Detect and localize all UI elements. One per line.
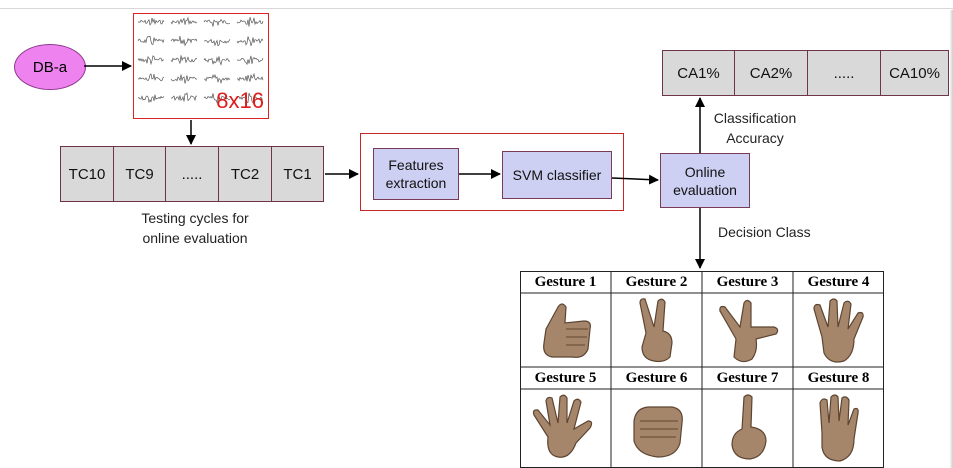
- emg-waveform: [236, 17, 264, 27]
- emg-waveform: [170, 16, 198, 26]
- testing-cycle-cell: .....: [166, 146, 219, 202]
- accuracy-cell: CA2%: [735, 50, 808, 96]
- arrow-svm-to-online: [611, 174, 659, 185]
- signal-block-label: 8x16: [216, 88, 264, 113]
- svm-classifier-box: SVM classifier: [502, 151, 612, 199]
- gesture-label: Gesture 2: [625, 273, 688, 290]
- testing-caption: Testing cycles for online evaluation: [141, 210, 249, 246]
- emg-waveform: [137, 73, 165, 82]
- feature-svm-group: [360, 133, 624, 211]
- online-evaluation-box: Online evaluation: [660, 153, 750, 208]
- emg-waveform: [236, 36, 264, 47]
- accuracy-caption: Classification Accuracy: [713, 110, 797, 146]
- gesture-grid-lines: [520, 271, 884, 468]
- emg-waveform: [138, 17, 165, 26]
- right-shadow: [950, 10, 953, 468]
- gesture-label: Gesture 8: [807, 369, 870, 386]
- pointing-finger-hand-icon: [731, 394, 767, 460]
- emg-waveform: [170, 74, 198, 84]
- emg-waveform: [137, 55, 165, 66]
- emg-waveform: [236, 92, 264, 104]
- testing-cycles-row: TC10 TC9 ..... TC2 TC1: [60, 146, 324, 202]
- gesture-label: Gesture 7: [716, 369, 779, 386]
- emg-signal-grid: 8x16: [133, 13, 269, 119]
- features-extraction-box: Features extraction: [373, 148, 459, 200]
- accuracy-cell: CA10%: [881, 50, 949, 96]
- accuracy-row: CA1% CA2% ..... CA10%: [662, 50, 949, 96]
- emg-waveform: [170, 92, 197, 102]
- emg-waveform: [203, 38, 231, 47]
- emg-waveform: [203, 74, 231, 85]
- emg-waveform: [170, 55, 198, 64]
- open-palm-hand-icon: [532, 394, 593, 458]
- accuracy-cell: CA1%: [662, 50, 735, 96]
- gesture-label: Gesture 1: [534, 273, 597, 290]
- emg-waveforms: [137, 16, 264, 104]
- emg-waveform: [203, 93, 231, 104]
- thumbs-up-hand-icon: [543, 303, 591, 358]
- db-node: DB-a: [14, 44, 86, 90]
- emg-waveform: [203, 56, 231, 66]
- flat-palm-hand-icon: [819, 394, 859, 462]
- emg-waveform: [170, 36, 198, 47]
- accuracy-cell: .....: [808, 50, 881, 96]
- emg-waveform: [203, 18, 231, 27]
- decision-caption: Decision Class: [718, 224, 811, 240]
- testing-cycle-cell: TC2: [219, 146, 272, 202]
- fist-hand-icon: [633, 406, 683, 458]
- emg-waveform: [236, 55, 264, 66]
- top-border: [0, 8, 953, 9]
- gesture-label: Gesture 4: [807, 273, 870, 290]
- gesture-label: Gesture 3: [716, 273, 779, 290]
- two-fingers-hand-icon: [639, 298, 673, 363]
- testing-cycle-cell: TC1: [272, 146, 324, 202]
- emg-waveform: [137, 94, 165, 104]
- gesture-label: Gesture 6: [625, 369, 688, 386]
- emg-waveform: [137, 35, 165, 45]
- three-fingers-hand-icon: [719, 299, 779, 363]
- gesture-label: Gesture 5: [534, 369, 597, 386]
- testing-cycle-cell: TC10: [60, 146, 114, 202]
- emg-waveform: [236, 72, 264, 82]
- four-fingers-hand-icon: [813, 298, 864, 363]
- testing-cycle-cell: TC9: [114, 146, 166, 202]
- db-label: DB-a: [32, 58, 68, 76]
